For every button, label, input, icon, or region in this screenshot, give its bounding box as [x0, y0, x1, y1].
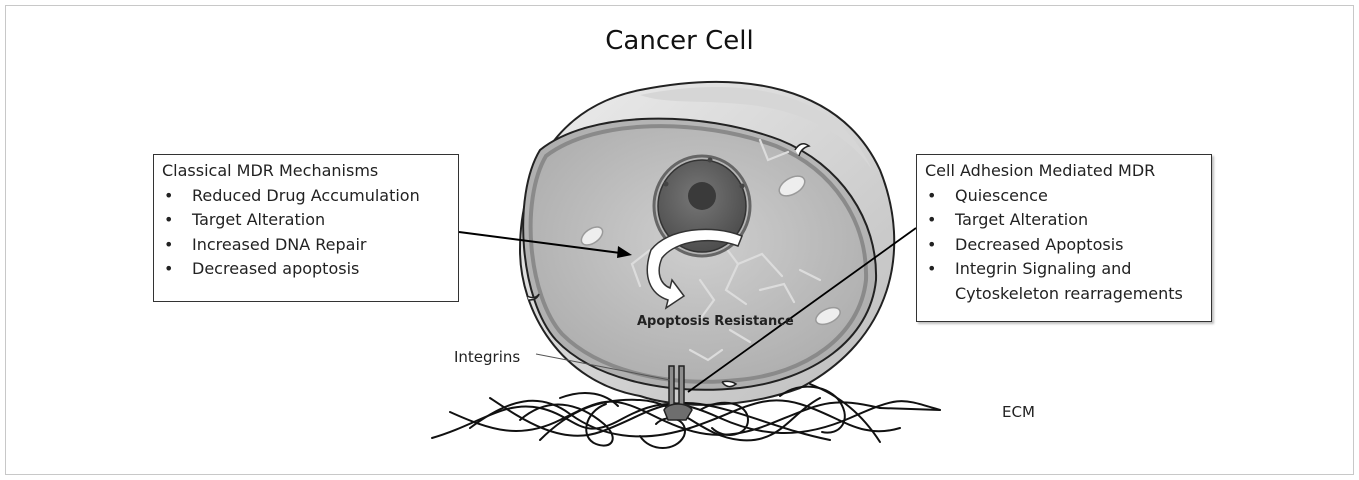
adhesion-mdr-box: Cell Adhesion Mediated MDR Quiescence Ta…: [916, 154, 1212, 322]
adhesion-mdr-heading: Cell Adhesion Mediated MDR: [925, 159, 1203, 184]
list-item: Target Alteration: [925, 208, 1203, 233]
list-item: Cytoskeleton rearragements: [925, 282, 1203, 307]
classical-mdr-box: Classical MDR Mechanisms Reduced Drug Ac…: [153, 154, 459, 302]
classical-mdr-heading: Classical MDR Mechanisms: [162, 159, 450, 184]
list-item: Quiescence: [925, 184, 1203, 209]
apoptosis-resistance-label: Apoptosis Resistance: [637, 314, 794, 329]
diagram-title: Cancer Cell: [0, 26, 1359, 56]
adhesion-mdr-list: Quiescence Target Alteration Decreased A…: [925, 184, 1203, 307]
classical-mdr-list: Reduced Drug Accumulation Target Alterat…: [162, 184, 450, 282]
nucleolus: [688, 182, 716, 210]
ecm-label: ECM: [1002, 403, 1035, 421]
list-item: Decreased Apoptosis: [925, 233, 1203, 258]
list-item: Increased DNA Repair: [162, 233, 450, 258]
list-item: Integrin Signaling and: [925, 257, 1203, 282]
list-item: Target Alteration: [162, 208, 450, 233]
list-item: Reduced Drug Accumulation: [162, 184, 450, 209]
integrins-label: Integrins: [454, 348, 520, 366]
list-item: Decreased apoptosis: [162, 257, 450, 282]
